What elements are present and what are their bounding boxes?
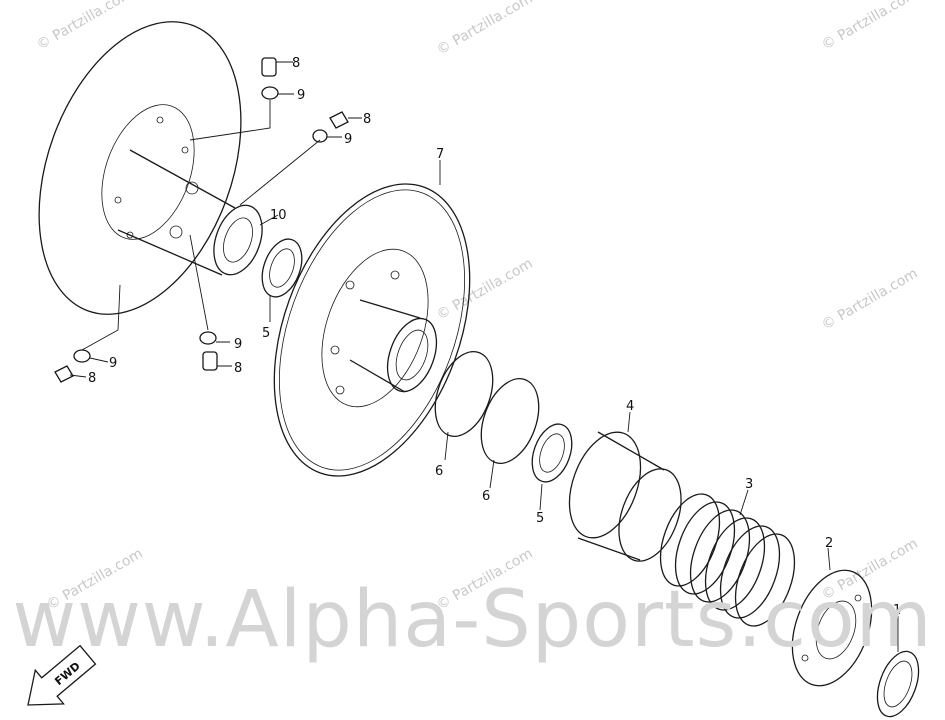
guide-pin-8-a	[261, 57, 277, 77]
callout-8: 8	[363, 112, 371, 127]
pin-hole	[169, 225, 183, 239]
hub-shaft-bore	[223, 217, 253, 263]
watermark-bottom-center: © Partzilla.com	[434, 546, 536, 614]
callout-9: 9	[344, 132, 352, 147]
fixed-sheave-hub-face	[101, 104, 195, 240]
fwd-direction-arrow: FWD	[27, 644, 97, 706]
fwd-label: FWD	[52, 660, 82, 688]
spring-retainer-2	[791, 569, 873, 687]
watermark-top-right: © Partzilla.com	[819, 0, 921, 53]
callout-5: 5	[262, 326, 270, 341]
callout-4: 4	[626, 399, 634, 414]
callout-7: 7	[436, 147, 444, 162]
oil-seal-5-lower	[531, 423, 573, 483]
callout-9: 9	[109, 356, 117, 371]
callout-8: 8	[292, 56, 300, 71]
callout-8: 8	[88, 371, 96, 386]
hub-shaft-end	[213, 204, 263, 276]
o-ring-6-b	[480, 378, 540, 464]
partzilla-watermarks: © Partzilla.com © Partzilla.com © Partzi…	[34, 0, 921, 613]
collar-9-c	[199, 331, 217, 345]
callout-numbers: 8 9 8 9 10 5 9 8 9 8 7 6 6 5 4 3 2 1	[88, 56, 901, 618]
pin-hole	[185, 181, 199, 195]
callout-9: 9	[297, 88, 305, 103]
guide-pin-8-c	[202, 351, 218, 371]
callout-9: 9	[234, 337, 242, 352]
movable-sheave-cam	[349, 299, 421, 393]
bolt-hole	[126, 231, 134, 239]
o-ring-6-a	[434, 351, 494, 437]
callout-2: 2	[825, 536, 833, 551]
watermark-bottom-left: © Partzilla.com	[44, 546, 146, 614]
callout-10: 10	[270, 208, 287, 223]
callout-3: 3	[745, 477, 753, 492]
collar-9-b	[312, 129, 328, 143]
collar-9-d	[73, 349, 91, 363]
lock-nut-1	[876, 650, 920, 718]
bolt-hole	[181, 146, 189, 154]
callout-1: 1	[893, 603, 901, 618]
arrow-outline-icon	[27, 644, 97, 706]
callout-5: 5	[536, 511, 544, 526]
watermark-top-center: © Partzilla.com	[434, 0, 536, 58]
guide-pin-8-b	[329, 111, 349, 129]
bolt-hole	[114, 196, 122, 204]
hub-shaft-outline	[117, 149, 236, 276]
callout-8: 8	[234, 361, 242, 376]
watermark-top-left: © Partzilla.com	[34, 0, 136, 53]
guide-pins-and-collars	[54, 57, 349, 383]
movable-sheave-boss	[386, 317, 438, 393]
callout-6: 6	[435, 464, 443, 479]
watermark-center: © Partzilla.com	[434, 256, 536, 324]
fixed-sheave-disc	[38, 21, 242, 315]
guide-pin-8-d	[54, 365, 74, 383]
callout-6: 6	[482, 489, 490, 504]
spring-seat-4	[568, 431, 682, 562]
leader-lines	[69, 61, 899, 652]
compression-spring-3	[659, 493, 796, 627]
watermark-right: © Partzilla.com	[819, 266, 921, 334]
collar-9-a	[261, 86, 279, 100]
movable-sheave-hub	[321, 248, 429, 408]
oil-seal-5-upper	[261, 238, 303, 298]
fixed-sheave-assembly	[38, 21, 263, 315]
bolt-hole	[156, 116, 164, 124]
